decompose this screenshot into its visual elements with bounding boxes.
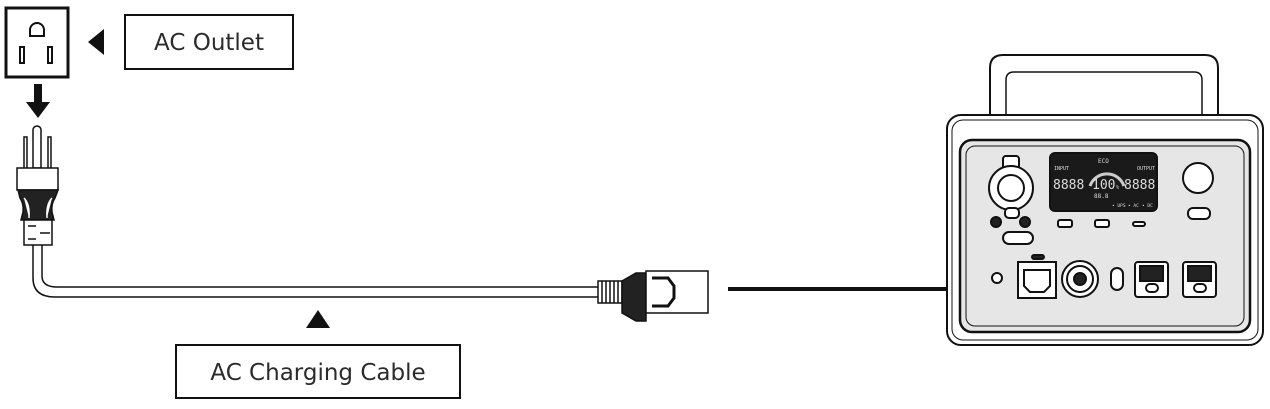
pointer-left-icon xyxy=(88,29,104,55)
display-output-digits: 8888 xyxy=(1124,178,1155,193)
display-percent-sign: % xyxy=(1116,185,1119,191)
arrow-down-icon xyxy=(26,84,50,118)
display-output-label: OUTPUT xyxy=(1137,166,1155,172)
device-display: ECO INPUT OUTPUT 8888 8888 100 % 88.8 • … xyxy=(1053,158,1155,209)
ac-outlet-label-text: AC Outlet xyxy=(154,30,264,56)
ac-charging-cable xyxy=(32,245,598,298)
display-status-ac: • AC xyxy=(1128,203,1139,209)
display-mode: ECO xyxy=(1098,158,1109,165)
display-battery-percent: 100 xyxy=(1092,178,1115,193)
ac-outlet-icon xyxy=(4,6,70,79)
display-status-ups: • UPS xyxy=(1112,203,1126,209)
ac-charging-cable-label-text: AC Charging Cable xyxy=(210,360,425,386)
display-input-digits: 8888 xyxy=(1053,178,1084,193)
ac-outlet-label: AC Outlet xyxy=(124,14,294,70)
display-status-dc: • DC xyxy=(1142,203,1153,209)
pointer-up-icon xyxy=(306,310,330,328)
ac-plug-icon xyxy=(16,125,60,246)
display-small-digits: 88.8 xyxy=(1094,193,1109,200)
display-input-label: INPUT xyxy=(1054,166,1069,172)
iec-connector-icon xyxy=(597,270,709,322)
power-station-icon xyxy=(946,54,1264,346)
ac-charging-cable-label: AC Charging Cable xyxy=(175,344,461,399)
